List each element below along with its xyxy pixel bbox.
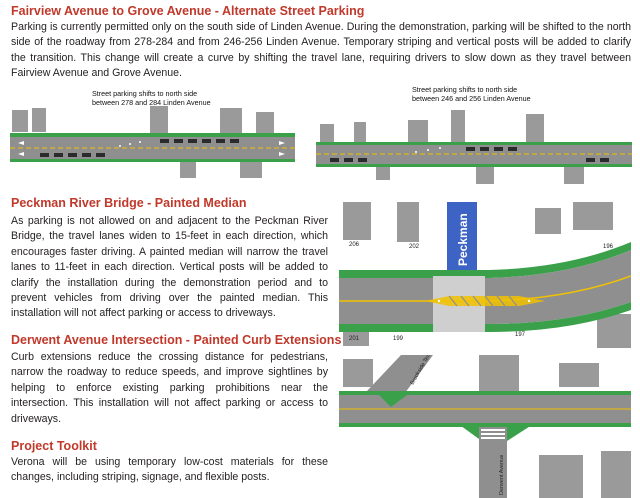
- intersection-plan: Brookside Terrace Derwent Avenue: [339, 355, 631, 498]
- fairview-heading: Fairview Avenue to Grove Avenue - Altern…: [11, 4, 365, 18]
- address-197: 197: [515, 332, 526, 338]
- derwent-heading: Derwent Avenue Intersection - Painted Cu…: [11, 333, 342, 347]
- street-label-derwent: Derwent Avenue: [499, 455, 505, 495]
- address-202: 202: [409, 244, 420, 250]
- parking-plan-left: [10, 106, 295, 178]
- peckman-heading: Peckman River Bridge - Painted Median: [11, 196, 247, 210]
- peckman-paragraph: As parking is not allowed on and adjacen…: [11, 215, 328, 320]
- fairview-paragraph: Parking is currently permitted only on t…: [11, 21, 631, 80]
- address-199: 199: [393, 336, 404, 342]
- address-196: 196: [603, 244, 614, 250]
- derwent-paragraph: Curb extensions reduce the crossing dist…: [11, 351, 328, 425]
- parking-right-caption-1: Street parking shifts to north side: [412, 85, 518, 94]
- toolkit-paragraph: Verona will be using temporary low-cost …: [11, 456, 328, 484]
- parking-right-caption-2: between 246 and 256 Linden Avenue: [412, 94, 531, 103]
- parking-plan-right: [316, 110, 632, 184]
- toolkit-heading: Project Toolkit: [11, 439, 97, 453]
- bridge-street-label: Peckman: [456, 213, 470, 266]
- bridge-median-plan: Peckman 206 202 196 201 199 197: [339, 202, 631, 348]
- parking-left-caption-2: between 278 and 284 Linden Avenue: [92, 98, 211, 107]
- address-206: 206: [349, 242, 360, 248]
- address-201: 201: [349, 336, 360, 342]
- parking-left-caption-1: Street parking shifts to north side: [92, 89, 198, 98]
